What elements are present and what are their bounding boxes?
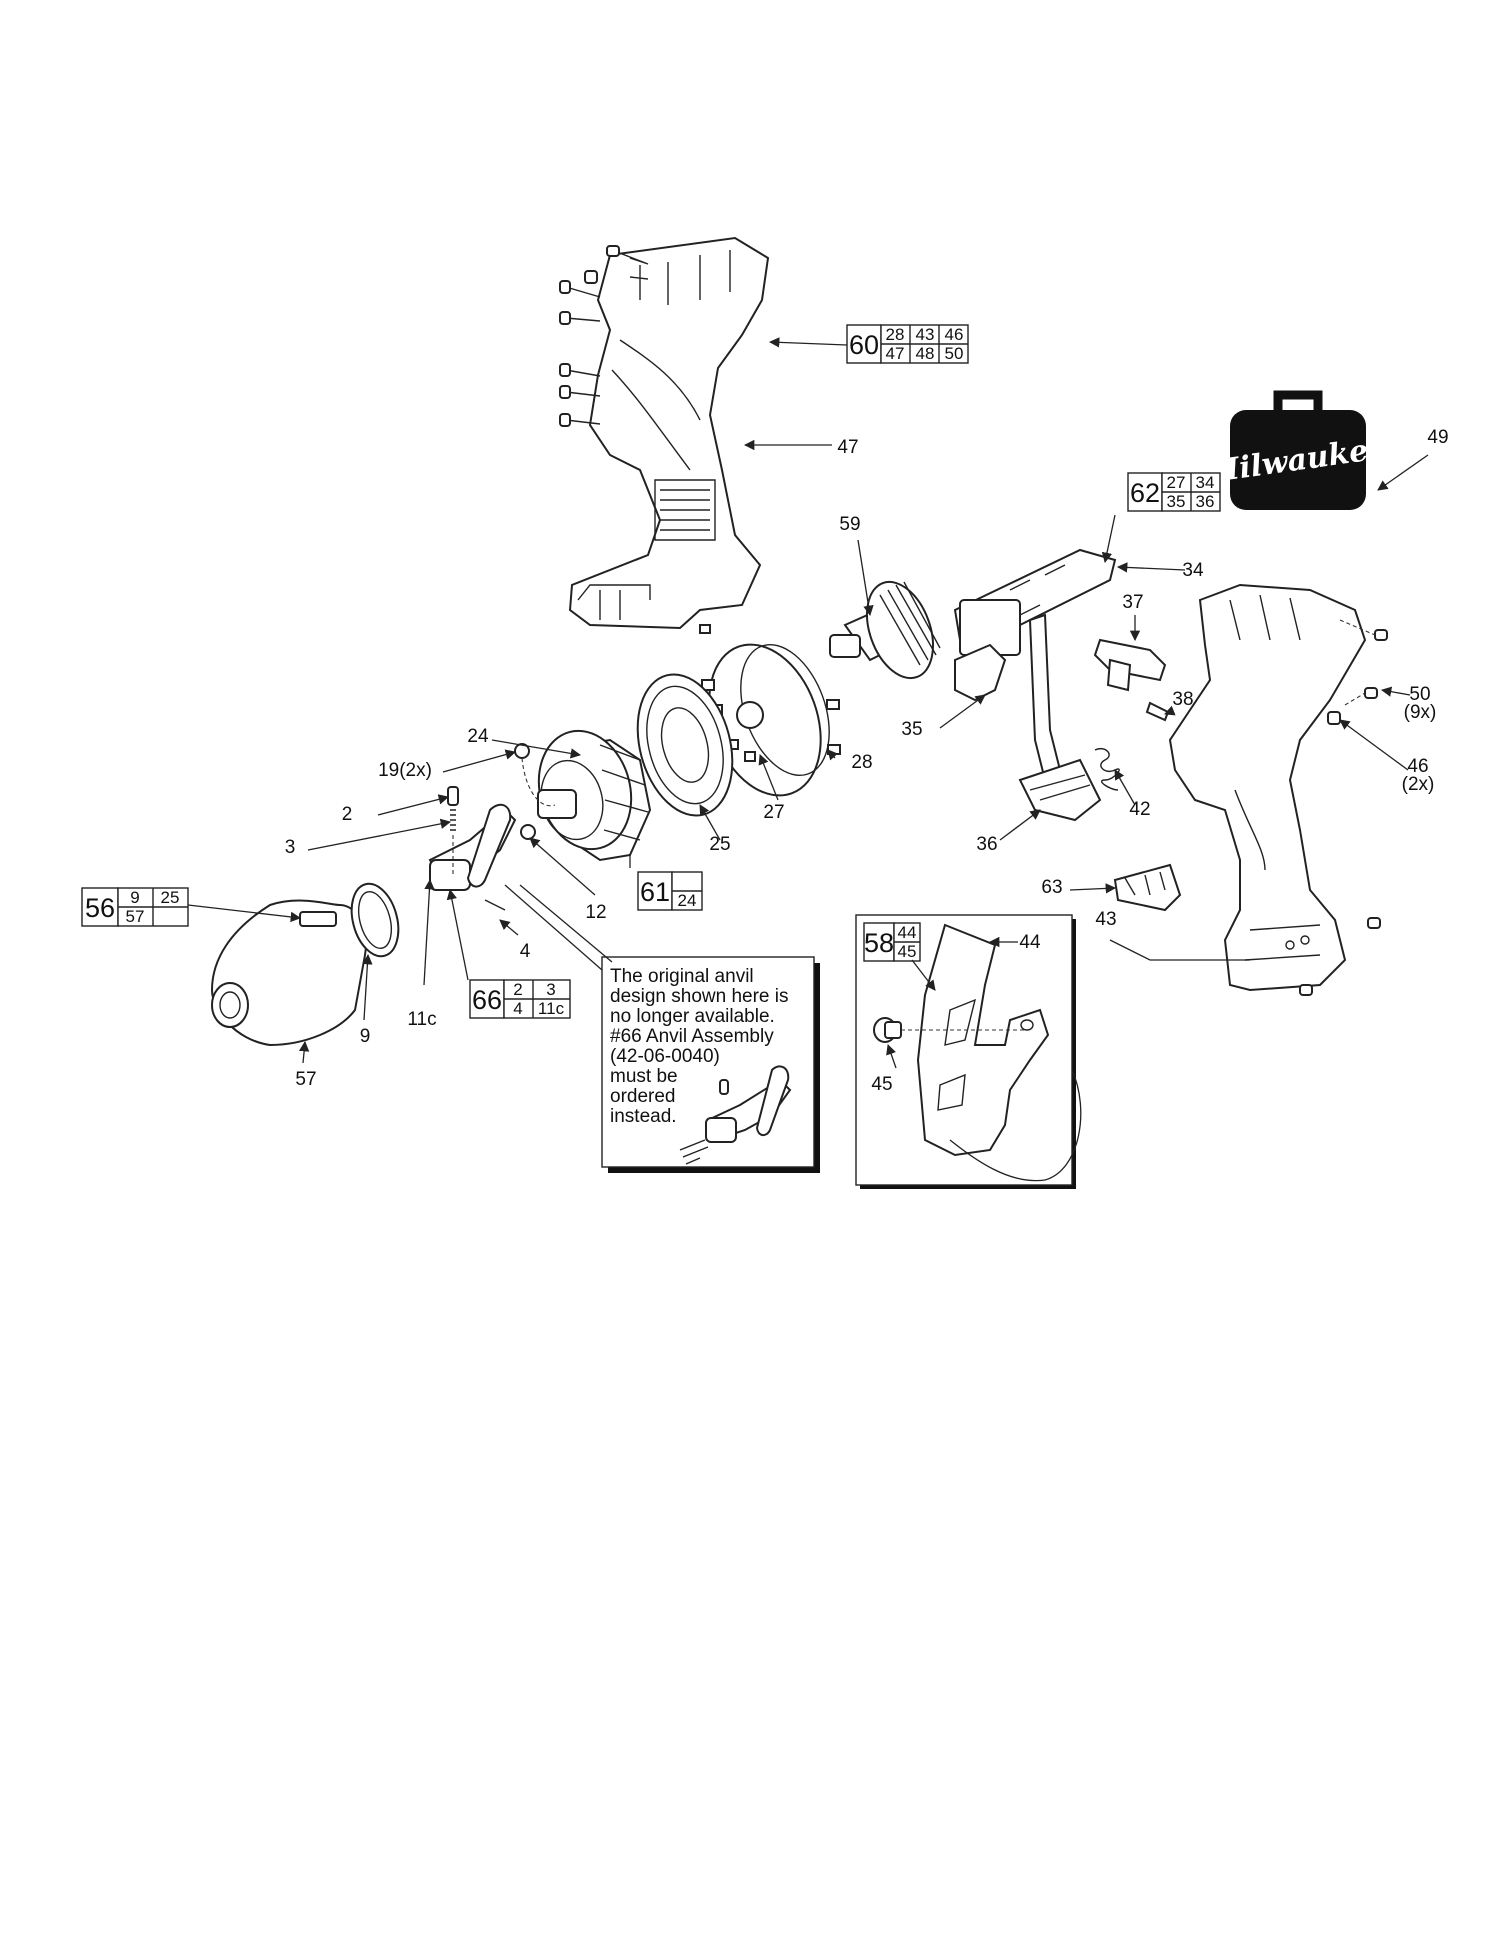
clip-screw: [873, 1017, 1025, 1043]
callout-37: 37: [1122, 592, 1143, 613]
callout-34: 34: [1182, 560, 1204, 581]
kit-62: 62 27 34 35 36: [1127, 472, 1221, 512]
svg-text:3: 3: [546, 980, 555, 999]
callout-3: 3: [285, 837, 296, 858]
kit-60-id: 60: [849, 330, 879, 360]
anvil: [428, 786, 517, 911]
housing-screws: [559, 245, 649, 427]
callout-38: 38: [1172, 689, 1193, 710]
callout-45: 45: [871, 1074, 892, 1095]
leader-lines: [187, 337, 1429, 1069]
housing-screws-right: [1299, 619, 1388, 996]
callout-42: 42: [1129, 799, 1150, 820]
svg-text:25: 25: [161, 888, 180, 907]
callout-11c: 11c: [407, 1009, 436, 1030]
callout-28: 28: [851, 752, 872, 773]
callout-2x: (2x): [1402, 774, 1435, 795]
hammer-mechanism: [537, 729, 652, 862]
svg-text:2: 2: [513, 980, 522, 999]
small-pin: [699, 624, 711, 634]
case-icon: Milwaukee: [1203, 390, 1389, 510]
washer: [350, 882, 400, 958]
kit-56-id: 56: [85, 893, 115, 923]
callout-57: 57: [295, 1069, 316, 1090]
svg-text:57: 57: [126, 907, 145, 926]
callout-43: 43: [1095, 909, 1116, 930]
note-box: The original anvil design shown here is …: [601, 956, 820, 1173]
svg-text:27: 27: [1167, 473, 1186, 492]
callout-12: 12: [585, 902, 606, 923]
svg-text:48: 48: [916, 344, 935, 363]
note-line-2: design shown here is: [610, 986, 789, 1007]
callout-36: 36: [976, 834, 997, 855]
kit-66-id: 66: [472, 985, 502, 1015]
kit-62-id: 62: [1130, 478, 1160, 508]
note-line-8: instead.: [610, 1106, 677, 1127]
svg-text:9: 9: [130, 888, 139, 907]
callout-4: 4: [520, 941, 531, 962]
svg-text:36: 36: [1196, 492, 1215, 511]
latch: [1113, 863, 1182, 912]
svg-text:47: 47: [886, 344, 905, 363]
ball-12: [520, 824, 536, 840]
callout-25: 25: [709, 834, 730, 855]
left-housing-half: [559, 236, 770, 634]
svg-text:50: 50: [945, 344, 964, 363]
callout-9: 9: [360, 1026, 371, 1047]
callout-35: 35: [901, 719, 922, 740]
note-line-5: (42-06-0040): [610, 1046, 720, 1067]
svg-text:45: 45: [898, 942, 917, 961]
callout-47: 47: [837, 437, 858, 458]
svg-text:46: 46: [945, 325, 964, 344]
callout-44: 44: [1019, 932, 1041, 953]
svg-text:11c: 11c: [538, 999, 565, 1018]
svg-text:35: 35: [1167, 492, 1186, 511]
svg-text:4: 4: [513, 999, 522, 1018]
callout-9x: (9x): [1404, 702, 1437, 723]
note-line-6: must be: [610, 1066, 678, 1087]
kit-56: 56 9 25 57: [81, 887, 189, 927]
spring: [1094, 748, 1120, 791]
note-line-4: #66 Anvil Assembly: [610, 1026, 774, 1047]
kit-58-id: 58: [864, 928, 894, 958]
note-line-3: no longer available.: [610, 1006, 775, 1027]
callout-49: 49: [1427, 427, 1448, 448]
note-anvil-sketch: [679, 1065, 792, 1165]
note-line-1: The original anvil: [610, 966, 754, 987]
belt-clip: [916, 923, 1050, 1157]
callout-24: 24: [467, 726, 489, 747]
svg-text:28: 28: [886, 325, 905, 344]
reverse-button: [1093, 638, 1167, 692]
kit-61: 61 24: [637, 871, 703, 911]
switch-pcb: [953, 548, 1117, 822]
callout-46: 46: [1407, 756, 1428, 777]
callout-2: 2: [342, 804, 353, 825]
callouts: 60 47 59 49 34 37 50 (9x) 46 (2x) 35 38 …: [285, 427, 1449, 1095]
svg-text:24: 24: [678, 891, 697, 910]
callout-27: 27: [763, 802, 784, 823]
note-line-7: ordered: [610, 1086, 676, 1107]
pin-28a: [826, 699, 840, 710]
callout-63: 63: [1041, 877, 1062, 898]
svg-text:43: 43: [916, 325, 935, 344]
callout-59: 59: [839, 514, 860, 535]
svg-text:44: 44: [898, 923, 917, 942]
callout-50: 50: [1409, 684, 1430, 705]
rotor: [829, 580, 941, 680]
right-housing-half: [1168, 583, 1388, 996]
kit-61-id: 61: [640, 877, 670, 907]
svg-text:34: 34: [1196, 473, 1215, 492]
kit-60: 60 28 43 46 47 48 50: [846, 324, 969, 364]
kit-66: 66 2 3 4 11c: [469, 979, 571, 1019]
kit-58: 58 44 45: [863, 922, 921, 962]
nose-boot: [210, 899, 367, 1047]
contact-38: [1145, 701, 1170, 722]
callout-19: 19(2x): [378, 760, 432, 781]
